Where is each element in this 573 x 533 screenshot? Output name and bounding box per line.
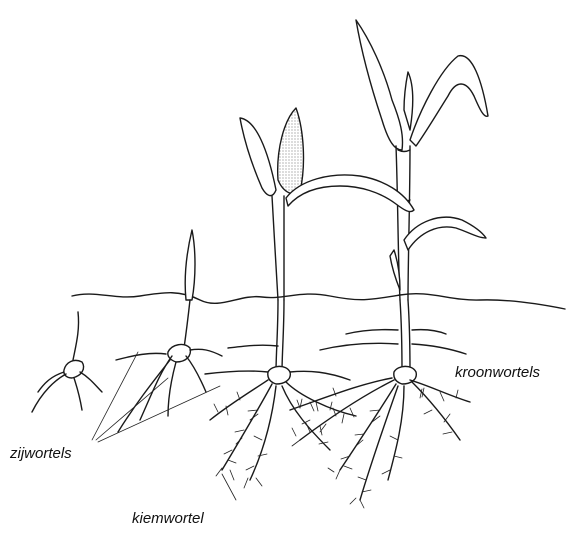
seedling-stage-3 (205, 108, 356, 488)
soil-surface-line (72, 293, 565, 309)
kiemwortel-pointer (222, 474, 236, 500)
seedling-stage-2 (116, 230, 222, 432)
label-kiemwortel: kiemwortel (132, 511, 204, 526)
label-zijwortels: zijwortels (10, 446, 72, 461)
label-kroonwortels: kroonwortels (455, 365, 540, 380)
zijwortels-pointers (92, 352, 220, 442)
seedling-stage-1 (32, 312, 102, 412)
